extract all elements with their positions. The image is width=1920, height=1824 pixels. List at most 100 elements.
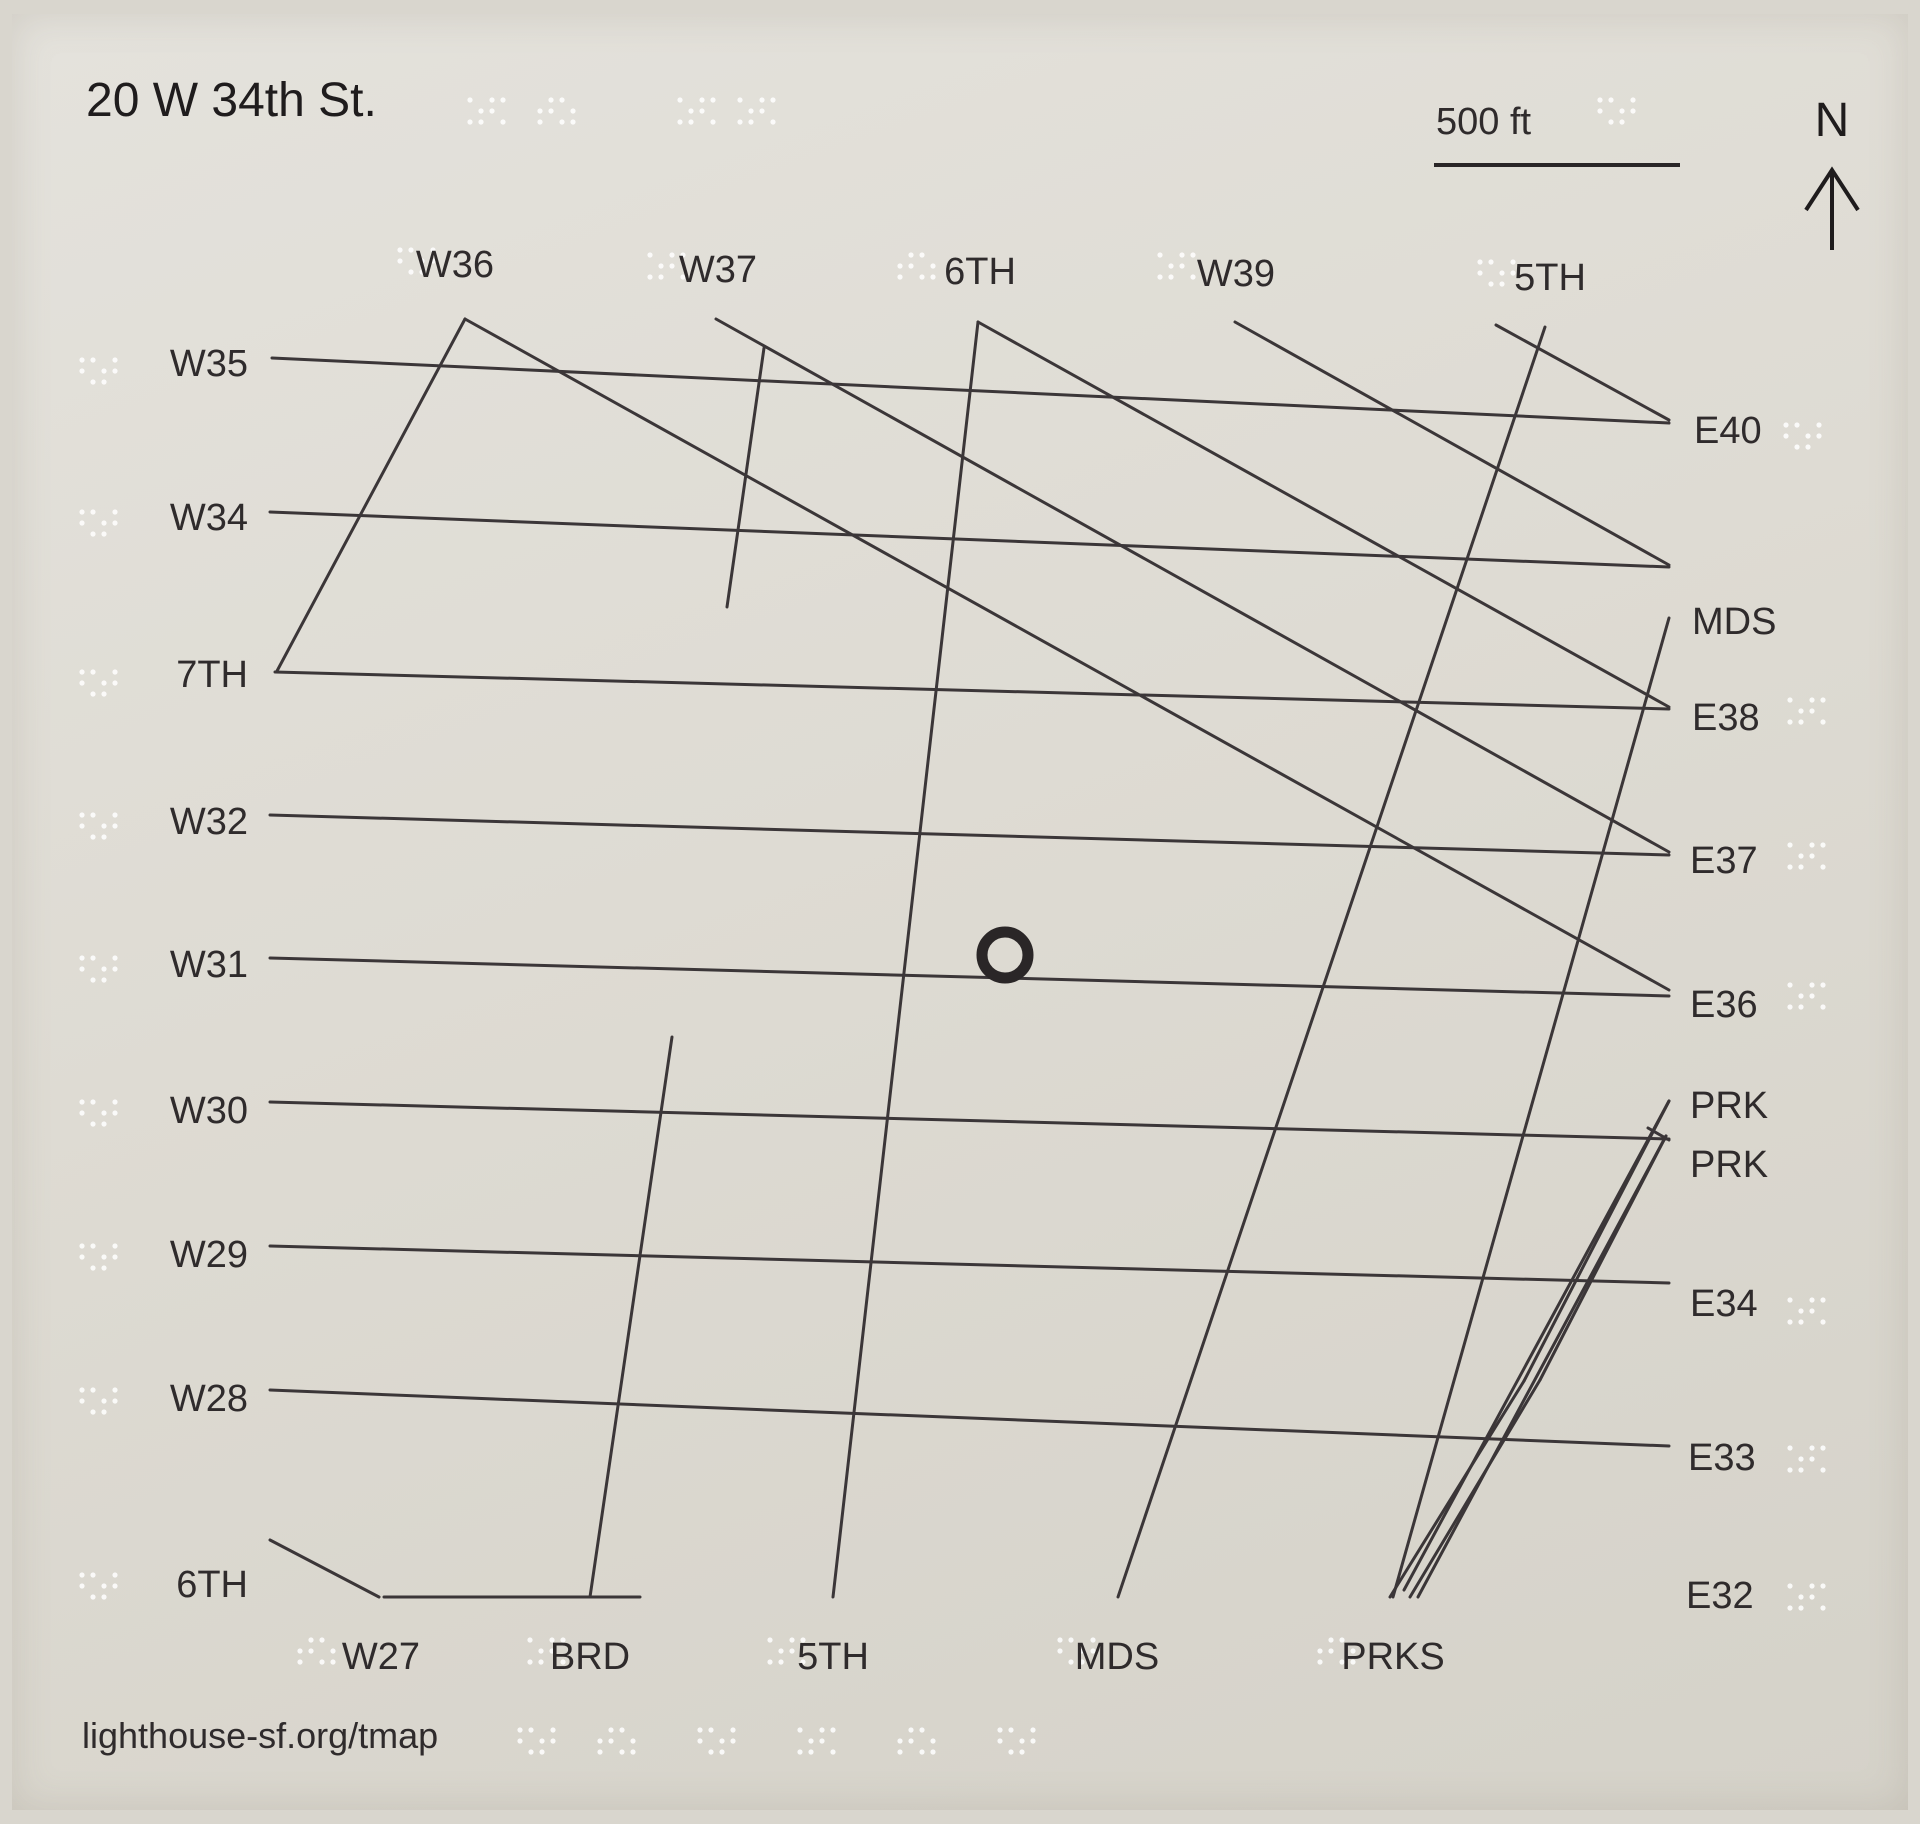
braille-dot	[112, 823, 118, 829]
braille-dot	[101, 1110, 107, 1116]
braille-dot	[819, 1727, 825, 1733]
north-label: N	[1815, 94, 1850, 147]
braille-dot	[1090, 1648, 1096, 1654]
braille-dot	[1809, 1445, 1815, 1451]
braille-dot	[112, 1583, 118, 1589]
braille-dot	[101, 520, 107, 526]
braille-dot	[79, 357, 85, 363]
braille-dot	[330, 1648, 336, 1654]
braille-dot	[1787, 1445, 1793, 1451]
braille-dot	[101, 834, 107, 840]
braille-dot	[1798, 1467, 1804, 1473]
braille-dot	[1798, 708, 1804, 714]
braille-dot	[1008, 1727, 1014, 1733]
braille-dot	[90, 531, 96, 537]
braille-dot	[1820, 864, 1826, 870]
braille-dot	[1068, 1637, 1074, 1643]
braille-dot	[1798, 1308, 1804, 1314]
braille-dot	[397, 247, 403, 253]
street-line	[273, 670, 1671, 711]
braille-dot	[1328, 1648, 1334, 1654]
braille-dot	[669, 252, 675, 258]
braille-dot	[1809, 1297, 1815, 1303]
braille-dot	[797, 1749, 803, 1755]
street-line	[268, 1538, 381, 1599]
street-line	[976, 320, 1671, 709]
braille-dot	[1350, 1648, 1356, 1654]
street-line	[1116, 325, 1547, 1599]
braille-dot	[1787, 1583, 1793, 1589]
braille-dot	[730, 1738, 736, 1744]
braille-dot	[1339, 1637, 1345, 1643]
braille-dot	[101, 1121, 107, 1127]
braille-dot	[688, 108, 694, 114]
braille-dot	[1787, 719, 1793, 725]
scale-label: 500 ft	[1436, 101, 1532, 143]
braille-dot	[1328, 1637, 1334, 1643]
braille-dot	[748, 108, 754, 114]
braille-dot	[112, 368, 118, 374]
braille-dot	[789, 1648, 795, 1654]
braille-dot	[1030, 1738, 1036, 1744]
braille-dot	[1168, 274, 1174, 280]
top-label-w37: W37	[679, 249, 757, 291]
braille-dot	[101, 1409, 107, 1415]
left-label-7th: 7TH	[176, 654, 248, 696]
braille-dot	[1809, 1594, 1815, 1600]
braille-dot	[1798, 1594, 1804, 1600]
braille-dot	[630, 1749, 636, 1755]
braille-dot	[770, 97, 776, 103]
braille-dot	[550, 1727, 556, 1733]
braille-dot	[550, 1738, 556, 1744]
braille-dot	[908, 263, 914, 269]
braille-dot	[1809, 1308, 1815, 1314]
braille-dot	[467, 119, 473, 125]
braille-dot	[1597, 108, 1603, 114]
braille-dot	[101, 680, 107, 686]
braille-dot	[1477, 270, 1483, 276]
braille-dot	[708, 1727, 714, 1733]
street-line	[268, 1388, 1671, 1448]
braille-dot	[112, 1110, 118, 1116]
braille-dot	[710, 119, 716, 125]
braille-dot	[537, 119, 543, 125]
braille-dot	[528, 1727, 534, 1733]
footer-url: lighthouse-sf.org/tmap	[82, 1715, 438, 1756]
braille-dot	[658, 263, 664, 269]
braille-dot	[1068, 1659, 1074, 1665]
braille-dot	[1820, 982, 1826, 988]
braille-dot	[1783, 433, 1789, 439]
braille-dot	[548, 97, 554, 103]
street-line	[1391, 616, 1671, 1599]
bottom-label-prks: PRKS	[1341, 1636, 1444, 1678]
braille-dot	[90, 812, 96, 818]
braille-dot	[1179, 263, 1185, 269]
braille-dot	[1798, 864, 1804, 870]
braille-dot	[608, 1738, 614, 1744]
braille-dot	[79, 1099, 85, 1105]
braille-dot	[930, 1749, 936, 1755]
braille-dot	[101, 1594, 107, 1600]
braille-dot	[770, 119, 776, 125]
braille-dot	[597, 1749, 603, 1755]
braille-dot	[112, 955, 118, 961]
braille-dot	[1798, 719, 1804, 725]
braille-dot	[708, 1749, 714, 1755]
braille-dot	[1798, 993, 1804, 999]
braille-dot	[79, 1254, 85, 1260]
braille-dot	[112, 1254, 118, 1260]
braille-dot	[1820, 1004, 1826, 1010]
braille-dot	[897, 1738, 903, 1744]
braille-dot	[1057, 1637, 1063, 1643]
braille-dot	[112, 1572, 118, 1578]
top-label-w36: W36	[416, 244, 494, 286]
braille-dot	[778, 1659, 784, 1665]
braille-dot	[79, 1387, 85, 1393]
braille-dot	[79, 1243, 85, 1249]
street-line	[268, 510, 1671, 569]
braille-dot	[1608, 97, 1614, 103]
braille-dot	[408, 269, 414, 275]
braille-dot	[1317, 1659, 1323, 1665]
braille-dot	[1816, 422, 1822, 428]
braille-dot	[1820, 1297, 1826, 1303]
